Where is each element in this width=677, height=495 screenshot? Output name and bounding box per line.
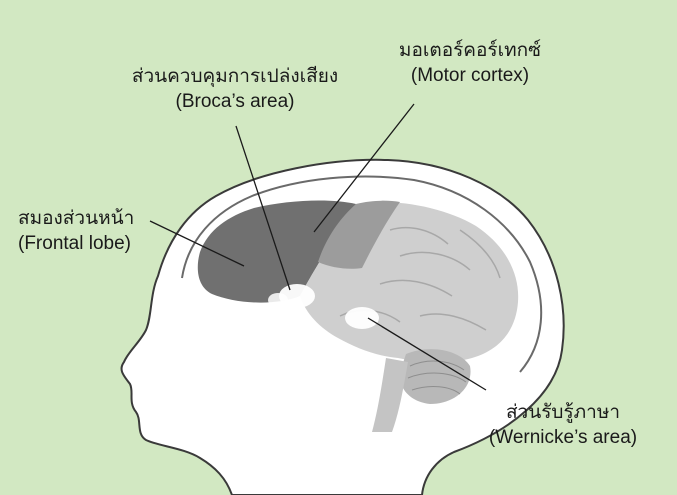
extra-hotspot — [268, 293, 288, 307]
frontal-lobe-label: สมองส่วนหน้า (Frontal lobe) — [18, 206, 178, 256]
motor-cortex-label-english: (Motor cortex) — [370, 63, 570, 88]
motor-cortex-label: มอเตอร์คอร์เทกซ์ (Motor cortex) — [370, 38, 570, 88]
wernicke-area-hotspot — [345, 307, 379, 329]
wernicke-label: ส่วนรับรู้ภาษา (Wernicke’s area) — [458, 400, 668, 450]
frontal-lobe-label-thai: สมองส่วนหน้า — [18, 206, 178, 231]
frontal-lobe-label-english: (Frontal lobe) — [18, 231, 178, 256]
motor-cortex-label-thai: มอเตอร์คอร์เทกซ์ — [370, 38, 570, 63]
broca-label-english: (Broca’s area) — [100, 89, 370, 114]
broca-label: ส่วนควบคุมการเปล่งเสียง (Broca’s area) — [100, 64, 370, 114]
wernicke-label-english: (Wernicke’s area) — [458, 425, 668, 450]
broca-label-thai: ส่วนควบคุมการเปล่งเสียง — [100, 64, 370, 89]
wernicke-label-thai: ส่วนรับรู้ภาษา — [458, 400, 668, 425]
